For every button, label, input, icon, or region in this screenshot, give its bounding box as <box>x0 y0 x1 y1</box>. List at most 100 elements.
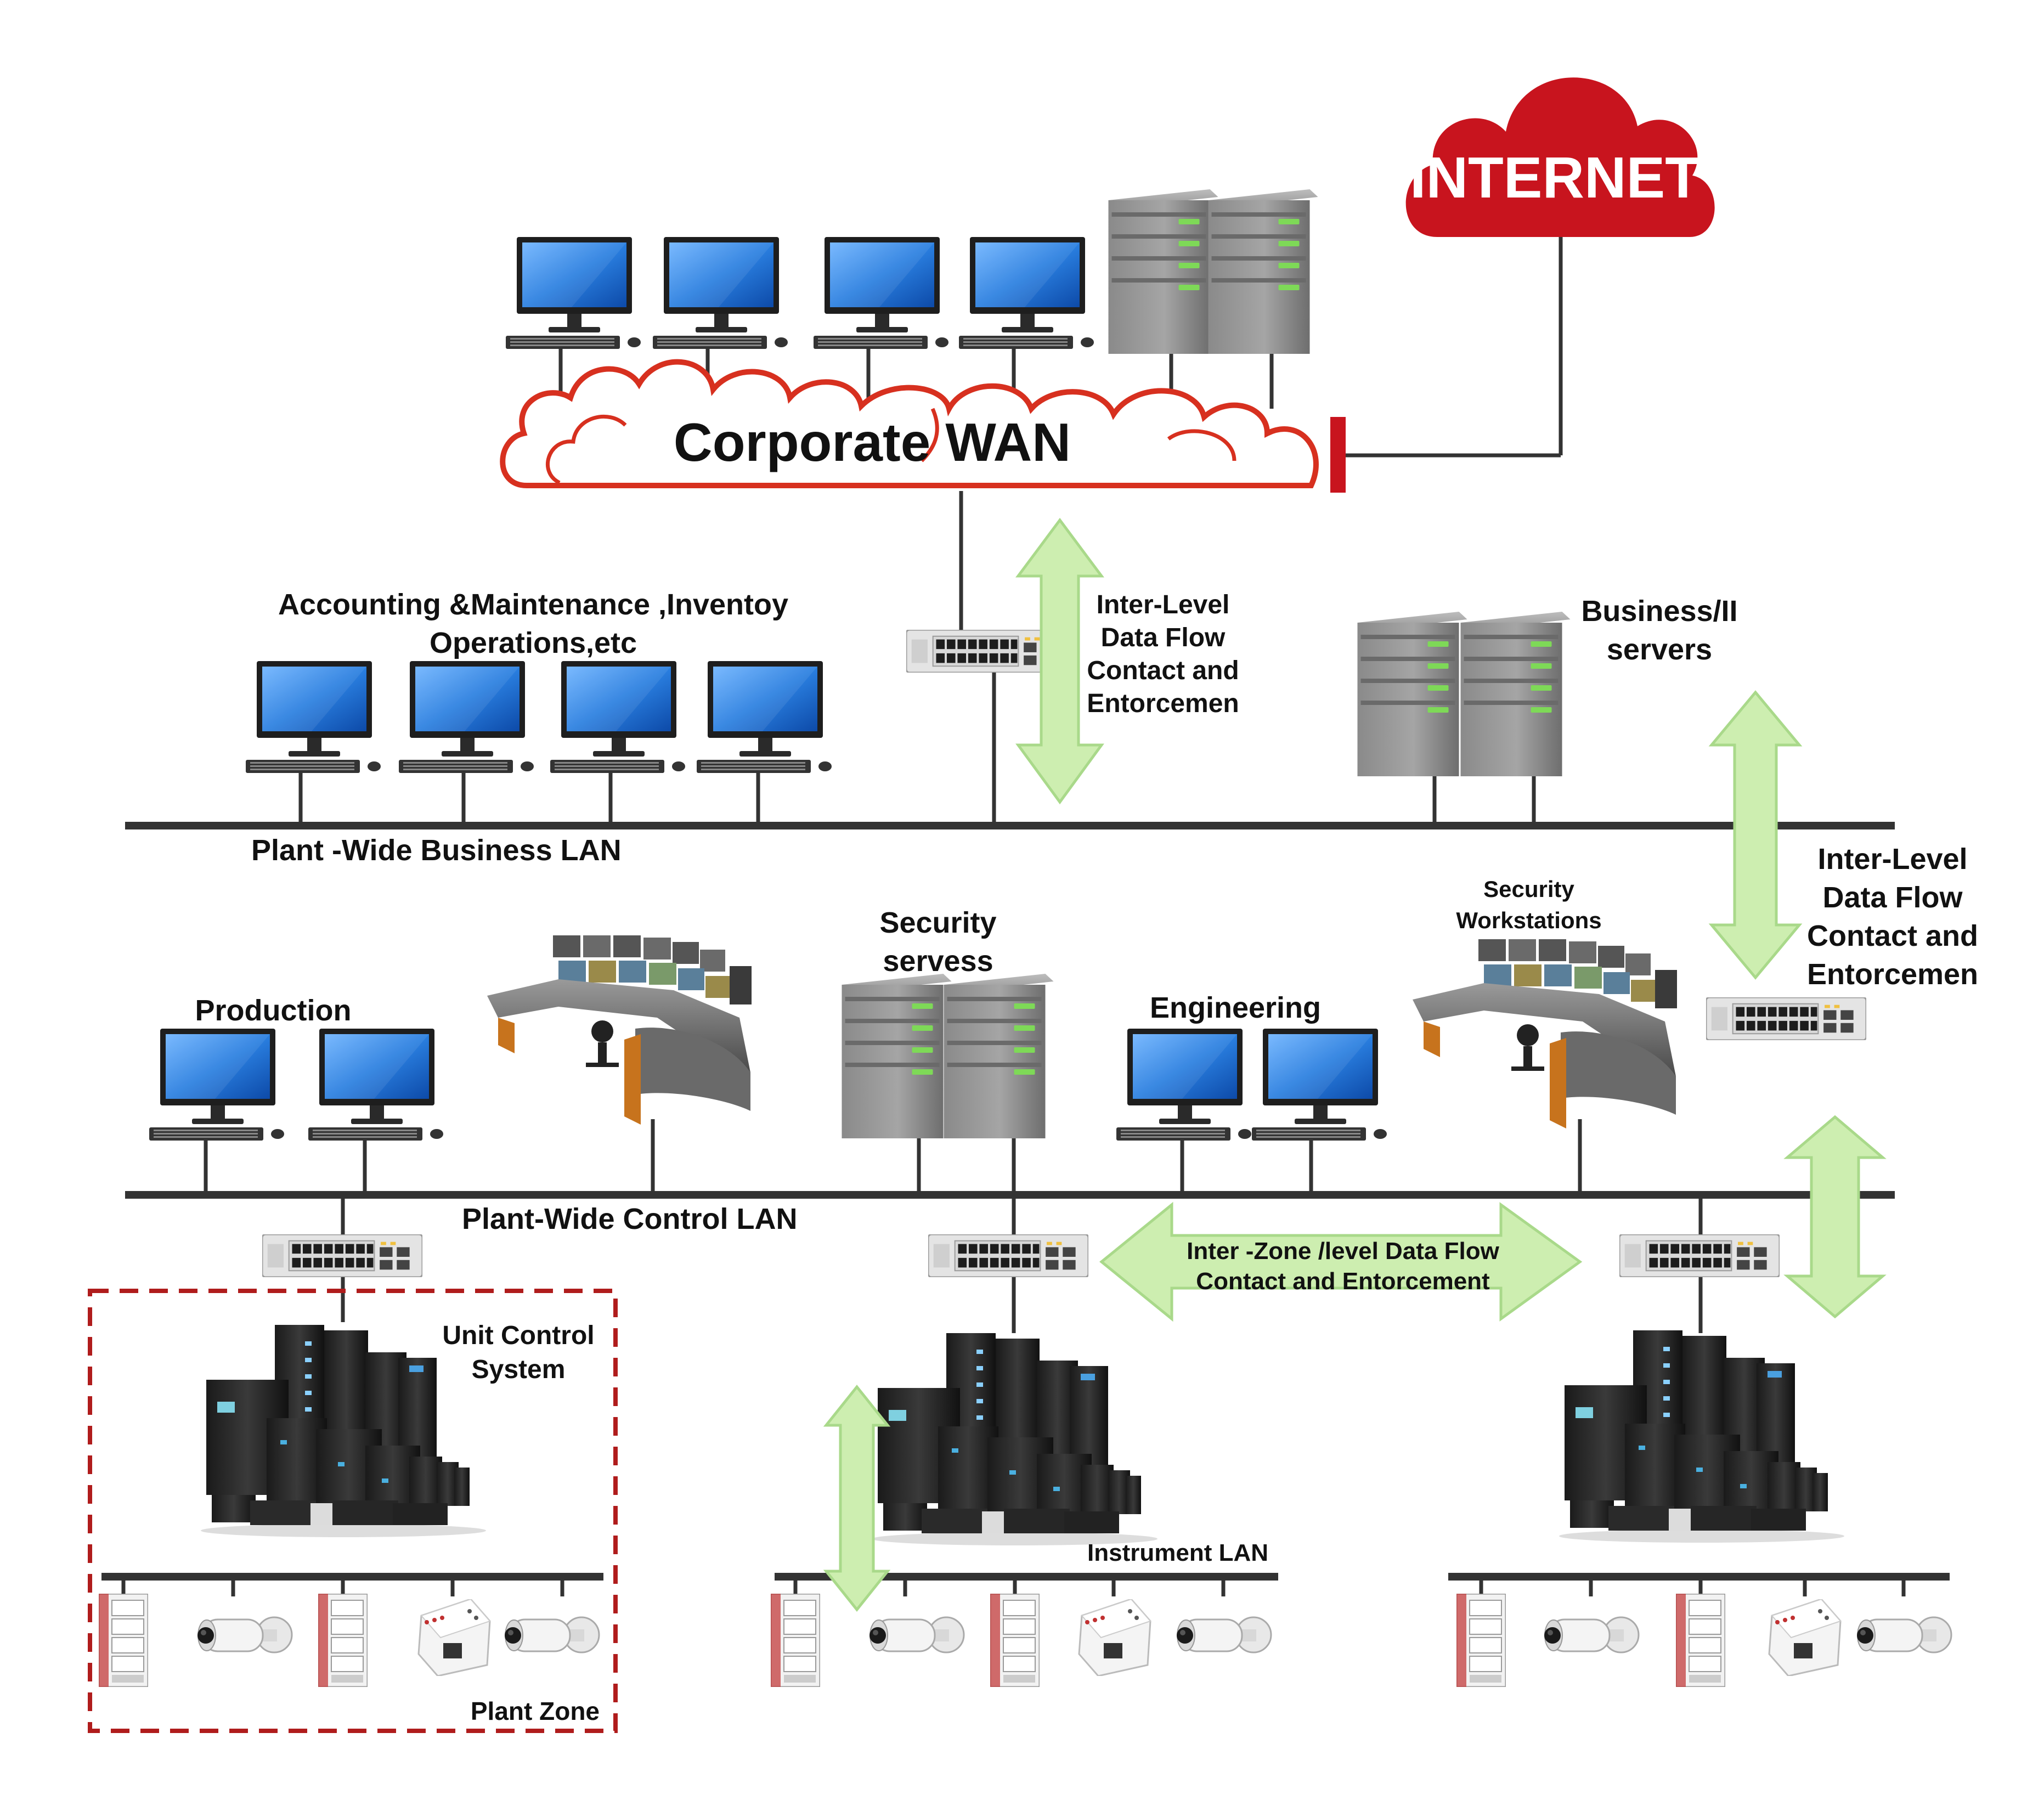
inter-zone-flow: Inter -Zone /level Data Flow Contact and… <box>1099 1201 1583 1322</box>
instrument-lan-bus-2 <box>775 1573 1278 1581</box>
desktop-computer-icon[interactable] <box>550 661 685 773</box>
plc-module-icon[interactable] <box>318 1594 368 1687</box>
security-camera-icon[interactable] <box>1176 1616 1272 1653</box>
security-workstations-label-line-2: Workstations <box>1456 907 1601 933</box>
network-switch-icon[interactable] <box>1706 997 1866 1040</box>
server-rack-icon[interactable] <box>944 974 1054 1138</box>
corporate-computers <box>506 237 1094 349</box>
control-room-console-icon[interactable] <box>1413 939 1677 1128</box>
server-rack-icon[interactable] <box>1357 612 1467 776</box>
security-camera-icon[interactable] <box>504 1616 600 1653</box>
server-rack-icon[interactable] <box>842 974 952 1138</box>
inter-zone-line-1: Inter -Zone /level Data Flow <box>1187 1238 1499 1265</box>
accounting-computers <box>246 661 832 773</box>
desktop-computer-icon[interactable] <box>246 661 381 773</box>
instrument-lan-label: Instrument LAN <box>1087 1539 1268 1566</box>
inter-level-2-line-1: Inter-Level <box>1817 843 1967 876</box>
control-lan-bus <box>125 1191 1895 1199</box>
engineering-label: Engineering <box>1150 991 1321 1024</box>
instrument-lan-bus-3 <box>1448 1573 1950 1581</box>
inter-level-1-line-4: Entorcemen <box>1087 689 1239 718</box>
ups-cabinet-icon[interactable] <box>201 1325 486 1537</box>
plc-module-icon[interactable] <box>99 1594 148 1687</box>
network-switch-icon[interactable] <box>1619 1234 1780 1277</box>
engineering-computers <box>1116 1029 1387 1141</box>
unit-control-label-line-1: Unit Control <box>442 1321 594 1350</box>
double-arrow-icon <box>823 1384 891 1612</box>
io-module-icon[interactable] <box>1078 1599 1151 1676</box>
desktop-computer-icon[interactable] <box>149 1029 284 1141</box>
network-switch-icon[interactable] <box>928 1234 1088 1277</box>
business-lan-bus <box>125 822 1895 829</box>
internet-cloud[interactable]: INTERNET <box>1405 77 1715 237</box>
firewall-bar <box>1330 417 1346 493</box>
inter-level-1-line-2: Data Flow <box>1101 623 1226 652</box>
desktop-computer-icon[interactable] <box>1116 1029 1251 1141</box>
cloud-icon <box>1405 77 1715 237</box>
desktop-computer-icon[interactable] <box>653 237 788 349</box>
plc-module-icon[interactable] <box>990 1594 1040 1687</box>
inter-zone-line-2: Contact and Entorcement <box>1196 1268 1490 1295</box>
business-lan-label: Plant -Wide Business LAN <box>251 834 622 867</box>
control-room-console-icon[interactable] <box>487 935 752 1125</box>
unit-control-label-line-2: System <box>472 1355 566 1384</box>
plant-zone-label: Plant Zone <box>471 1697 600 1725</box>
security-servers <box>842 974 1054 1138</box>
business-servers <box>1357 612 1571 776</box>
server-rack-icon[interactable] <box>1108 189 1218 354</box>
security-camera-icon[interactable] <box>868 1616 965 1653</box>
desktop-computer-icon[interactable] <box>1252 1029 1387 1141</box>
plc-module-icon[interactable] <box>1676 1594 1725 1687</box>
corporate-wan-cloud[interactable]: Corporate WAN <box>500 359 1319 488</box>
wan-label: Corporate WAN <box>674 412 1071 472</box>
plc-module-icon[interactable] <box>771 1594 820 1687</box>
security-servers-label-line-1: Security <box>879 906 996 939</box>
desktop-computer-icon[interactable] <box>308 1029 443 1141</box>
io-module-icon[interactable] <box>417 1599 491 1676</box>
desktop-computer-icon[interactable] <box>814 237 948 349</box>
io-module-icon[interactable] <box>1768 1599 1842 1676</box>
security-camera-icon[interactable] <box>1543 1616 1640 1653</box>
plant-zone-boundary <box>88 1289 618 1733</box>
field-devices-zone-3 <box>1456 1594 1952 1687</box>
desktop-computer-icon[interactable] <box>959 237 1094 349</box>
network-switch-icon[interactable] <box>262 1234 422 1277</box>
inter-level-2-line-4: Entorcemen <box>1807 958 1978 991</box>
business-servers-label-line-1: Business/II <box>1581 595 1737 628</box>
security-camera-icon[interactable] <box>1856 1616 1952 1653</box>
internet-label: INTERNET <box>1410 145 1701 210</box>
double-arrow-icon <box>1099 1201 1583 1322</box>
cloud-outline-icon <box>500 359 1319 488</box>
desktop-computer-icon[interactable] <box>697 661 832 773</box>
inter-level-1-line-3: Contact and <box>1087 656 1239 685</box>
production-label: Production <box>195 994 352 1027</box>
desktop-computer-icon[interactable] <box>506 237 641 349</box>
corporate-servers <box>1108 189 1318 354</box>
server-rack-icon[interactable] <box>1460 612 1571 776</box>
inter-level-flow-1: Inter-Level Data Flow Contact and Entorc… <box>1015 517 1239 805</box>
inter-level-2-line-2: Data Flow <box>1822 881 1963 914</box>
accounting-label-line-1: Accounting &Maintenance ,Inventoy <box>278 588 788 621</box>
inter-level-2-line-3: Contact and <box>1807 919 1978 952</box>
security-camera-icon[interactable] <box>196 1616 293 1653</box>
control-lan-label: Plant-Wide Control LAN <box>462 1203 797 1235</box>
security-servers-label-line-2: servess <box>883 945 993 978</box>
double-arrow-icon <box>1015 517 1104 805</box>
server-rack-icon[interactable] <box>1208 189 1318 354</box>
cloud-inner-outline <box>545 408 1236 485</box>
desktop-computer-icon[interactable] <box>399 661 534 773</box>
field-devices-zone-2 <box>771 1594 1272 1687</box>
inter-level-1-line-1: Inter-Level <box>1097 590 1230 619</box>
plc-module-icon[interactable] <box>1456 1594 1506 1687</box>
production-computers <box>149 1029 443 1141</box>
field-devices-zone-1 <box>99 1594 600 1687</box>
accounting-label-line-2: Operations,etc <box>430 627 637 659</box>
ups-cabinet-icon[interactable] <box>1559 1330 1844 1543</box>
instrument-lan-bus-1 <box>101 1573 603 1581</box>
double-arrow-icon <box>1708 690 1803 980</box>
double-arrow-icon <box>1783 1115 1887 1319</box>
business-servers-label-line-2: servers <box>1607 633 1712 666</box>
security-workstations-label-line-1: Security <box>1483 876 1574 902</box>
ups-cabinet-icon[interactable] <box>872 1333 1157 1545</box>
